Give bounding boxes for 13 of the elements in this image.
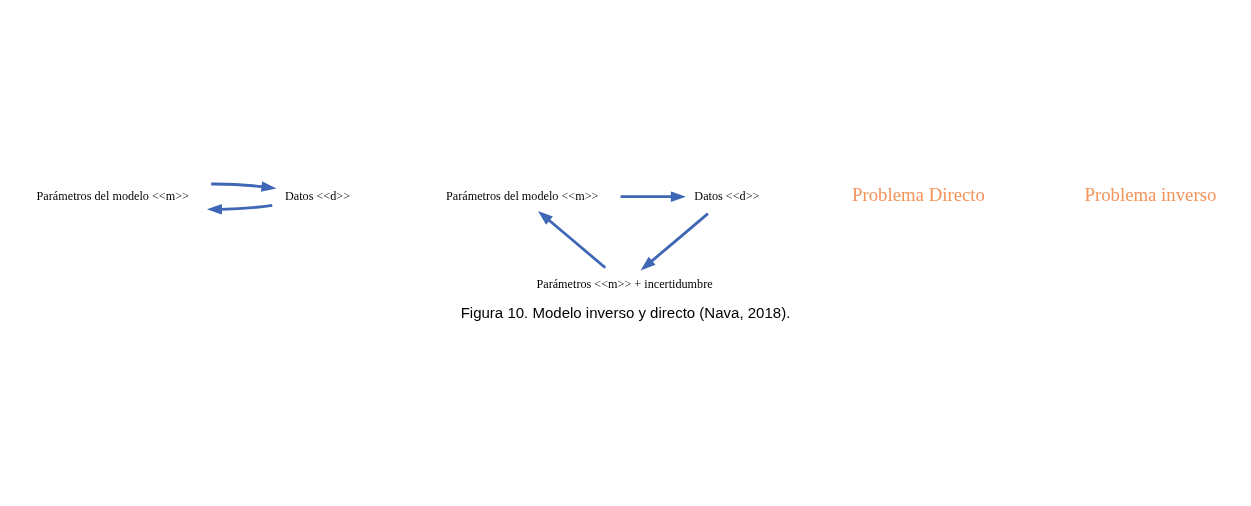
- node-text: Datos <<d>>: [284, 188, 351, 203]
- node-text: Parámetros del modelo <<m>>: [36, 188, 189, 203]
- caption: Figura 10. Modelo inverso y directo (Nava, 2018).: [460, 303, 791, 321]
- arrow: [640, 212, 709, 271]
- arrow: [537, 210, 607, 269]
- arrow: [211, 181, 277, 192]
- label: Problema Directo: [852, 184, 985, 206]
- arrow: [206, 204, 273, 215]
- node-text: Datos <<d>>: [694, 188, 760, 203]
- label: Problema inverso: [1084, 184, 1217, 206]
- node-text: Parámetros del modelo <<m>>: [446, 188, 599, 203]
- arrow: [620, 191, 686, 202]
- node-text: Parámetros <<m>> + incertidumbre: [536, 277, 713, 292]
